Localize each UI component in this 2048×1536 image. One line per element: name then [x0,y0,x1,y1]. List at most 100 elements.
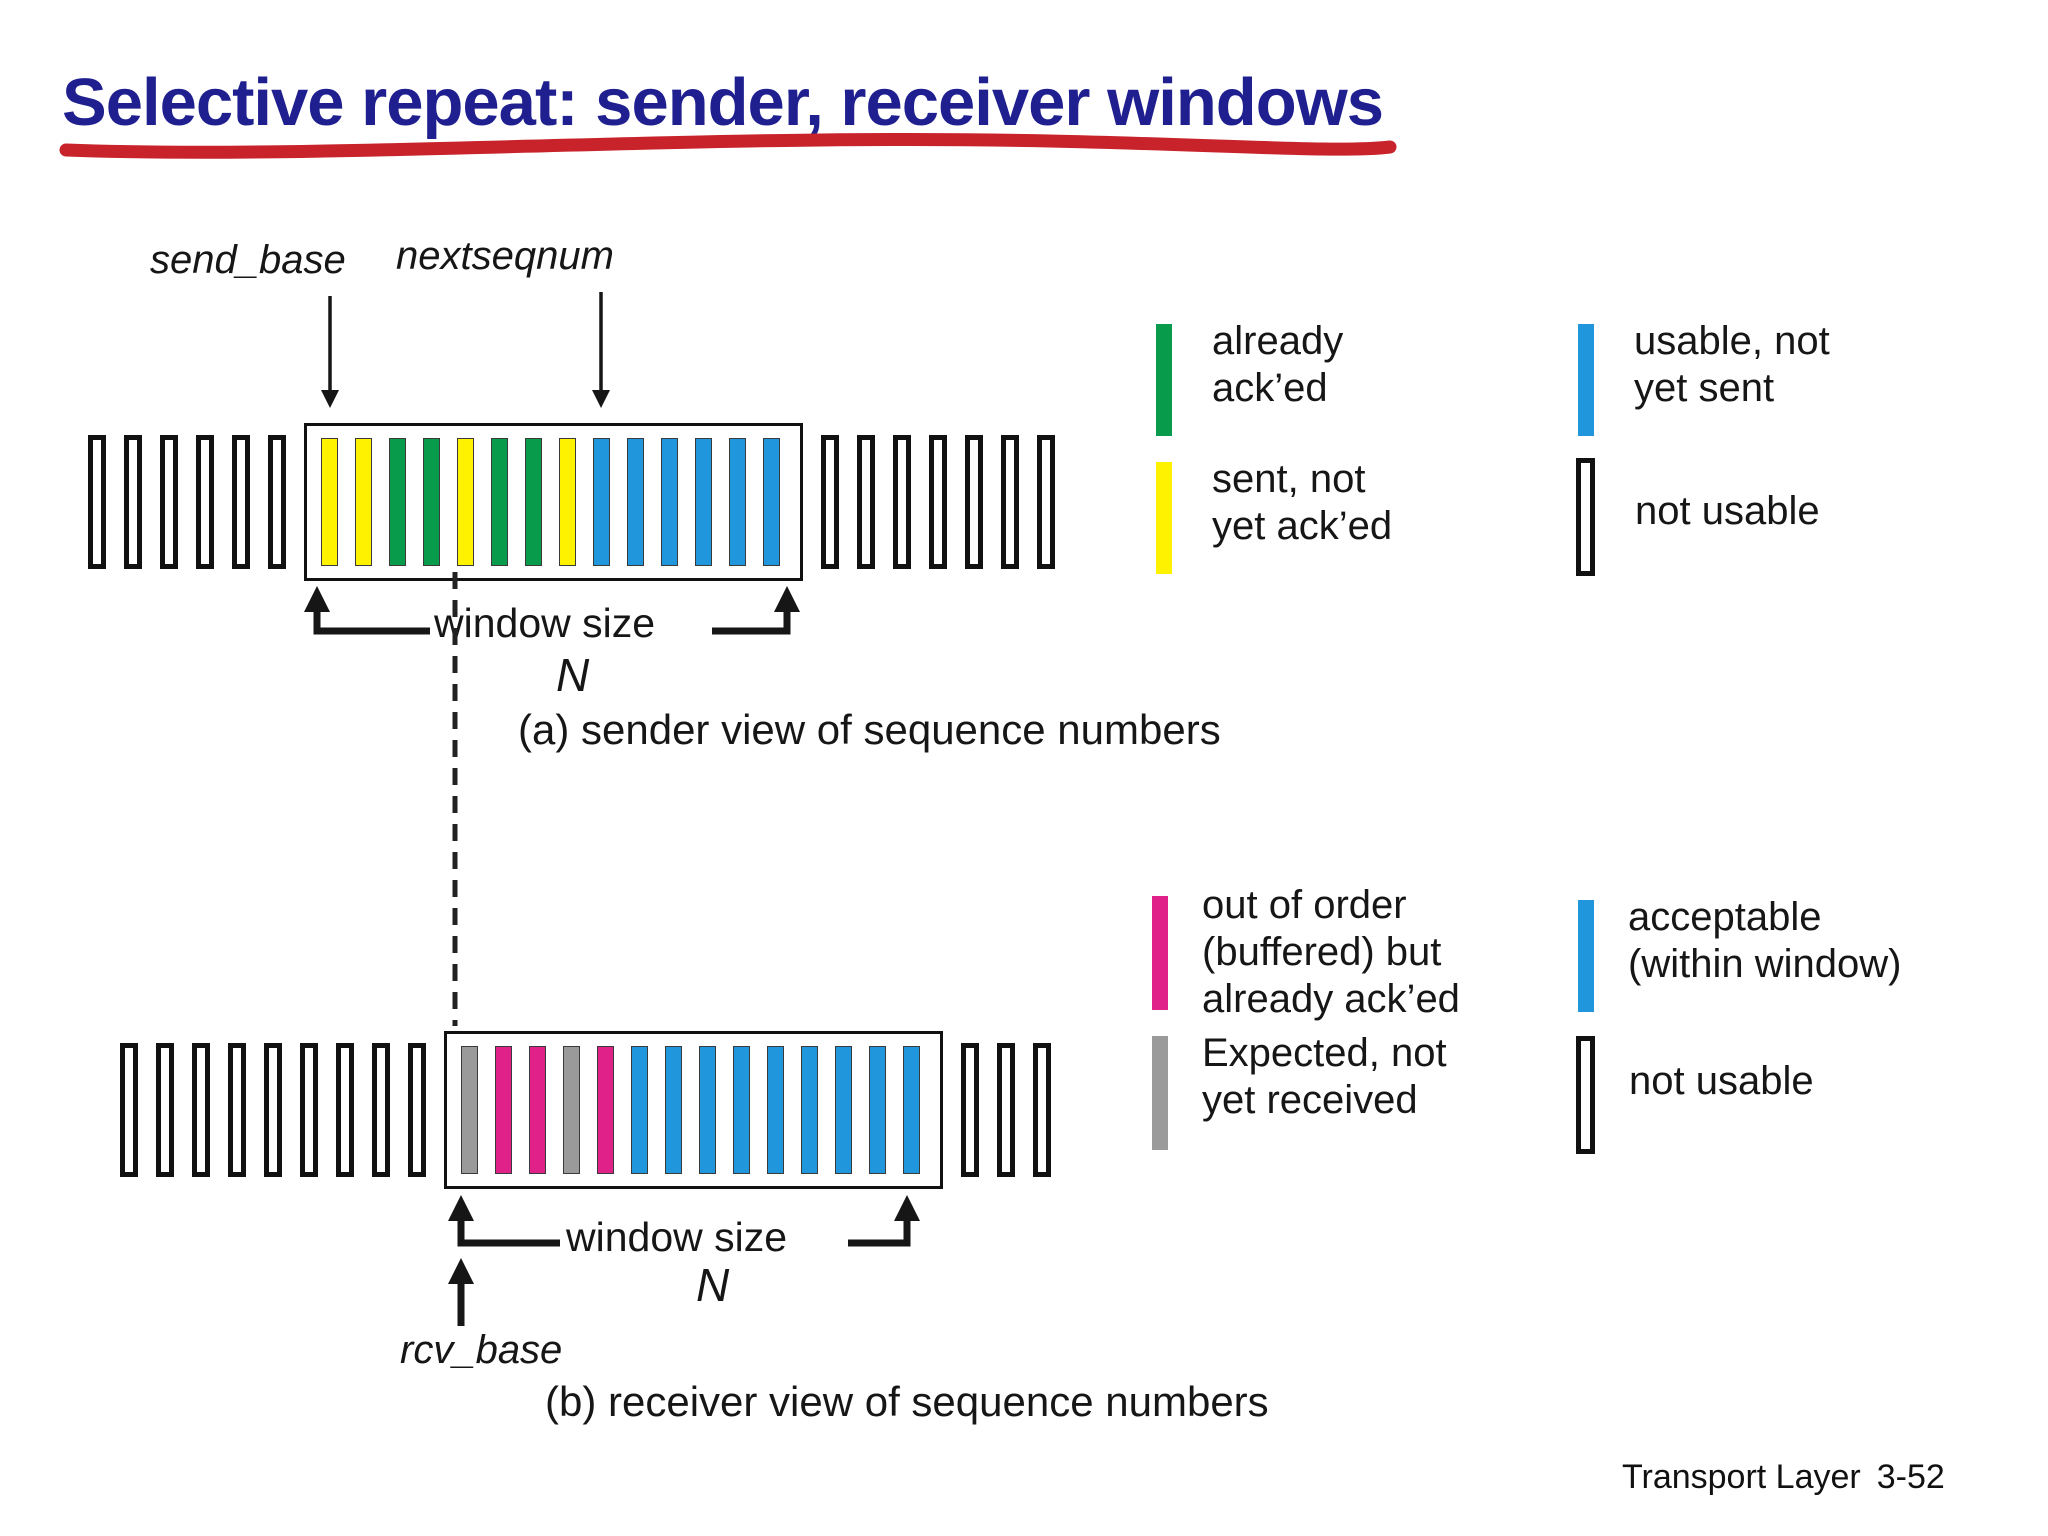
sender-window-right-arrow [712,586,800,635]
receiver-caption: (b) receiver view of sequence numbers [545,1378,1269,1425]
window-box [444,1031,943,1189]
seq-slot-unusable [408,1043,426,1177]
blue-swatch [1578,900,1594,1012]
seq-slot-unusable [965,435,983,569]
seq-slot-unusable [124,435,142,569]
seq-slot-unusable [893,435,911,569]
sender-sequence-row [88,423,1055,581]
seq-slot-blue [627,438,644,566]
sender-window-size-n: N [556,649,590,701]
seq-slot-unusable [857,435,875,569]
seq-slot-unusable [997,1043,1015,1177]
seq-slot-blue [869,1046,886,1174]
seq-slot-green [389,438,406,566]
receiver-window-right-arrow [848,1195,920,1247]
seq-slot-blue [903,1046,920,1174]
seq-slot-blue [593,438,610,566]
seq-slot-blue [801,1046,818,1174]
seq-slot-unusable [1033,1043,1051,1177]
blue-swatch [1578,324,1594,436]
footer: Transport Layer 3-52 [1622,1458,1945,1497]
rcv-base-label: rcv_base [400,1328,563,1372]
seq-slot-unusable [1037,435,1055,569]
seq-slot-blue [767,1046,784,1174]
seq-slot-blue [631,1046,648,1174]
seq-slot-unusable [232,435,250,569]
seq-slot-yellow [559,438,576,566]
seq-slot-unusable [88,435,106,569]
seq-slot-unusable [160,435,178,569]
title-underline-swoosh [59,133,1397,159]
send-base-label: send_base [150,238,346,282]
receiver-window-size-n: N [696,1259,730,1311]
seq-slot-unusable [961,1043,979,1177]
seq-slot-unusable [228,1043,246,1177]
receiver-sequence-row [120,1031,1051,1189]
seq-slot-blue [733,1046,750,1174]
seq-slot-unusable [929,435,947,569]
seq-slot-gray [563,1046,580,1174]
legend-not-usable-sender: not usable [1576,452,1820,576]
seq-slot-unusable [821,435,839,569]
white-swatch [1576,1036,1595,1154]
legend-label: not usable [1629,1059,1814,1103]
seq-slot-blue [763,438,780,566]
sender-window-size-label: window size [434,600,656,646]
seq-slot-blue [665,1046,682,1174]
receiver-window-left-arrow [448,1195,560,1247]
seq-slot-unusable [300,1043,318,1177]
seq-slot-unusable [336,1043,354,1177]
seq-slot-green [423,438,440,566]
green-swatch [1156,324,1172,436]
legend-label: acceptable(within window) [1628,895,1902,987]
seq-slot-green [491,438,508,566]
seq-slot-yellow [355,438,372,566]
seq-slot-yellow [457,438,474,566]
sender-caption: (a) sender view of sequence numbers [518,706,1221,753]
seq-slot-unusable [196,435,214,569]
legend-acceptable: acceptable(within window) [1578,894,1901,1012]
seq-slot-unusable [1001,435,1019,569]
seq-slot-blue [699,1046,716,1174]
seq-slot-magenta [495,1046,512,1174]
nextseqnum-label: nextseqnum [396,234,614,278]
seq-slot-unusable [372,1043,390,1177]
seq-slot-magenta [597,1046,614,1174]
page-title: Selective repeat: sender, receiver windo… [62,65,1384,140]
seq-slot-green [525,438,542,566]
seq-slot-blue [729,438,746,566]
sender-window-left-arrow [304,586,430,635]
seq-slot-unusable [264,1043,282,1177]
footer-page-number: 3-52 [1876,1458,1945,1496]
yellow-swatch [1156,462,1172,574]
white-swatch [1576,458,1595,576]
seq-slot-unusable [156,1043,174,1177]
footer-chapter: Transport Layer [1622,1458,1861,1496]
seq-slot-magenta [529,1046,546,1174]
seq-slot-yellow [321,438,338,566]
gray-swatch [1152,1036,1168,1150]
seq-slot-blue [695,438,712,566]
legend-label: not usable [1635,489,1820,533]
seq-slot-unusable [192,1043,210,1177]
seq-slot-unusable [268,435,286,569]
receiver-window-size-label: window size [566,1214,788,1260]
magenta-swatch [1152,896,1168,1010]
legend-not-usable-receiver: not usable [1576,1030,1814,1154]
seq-slot-blue [835,1046,852,1174]
window-box [304,423,803,581]
seq-slot-blue [661,438,678,566]
seq-slot-unusable [120,1043,138,1177]
